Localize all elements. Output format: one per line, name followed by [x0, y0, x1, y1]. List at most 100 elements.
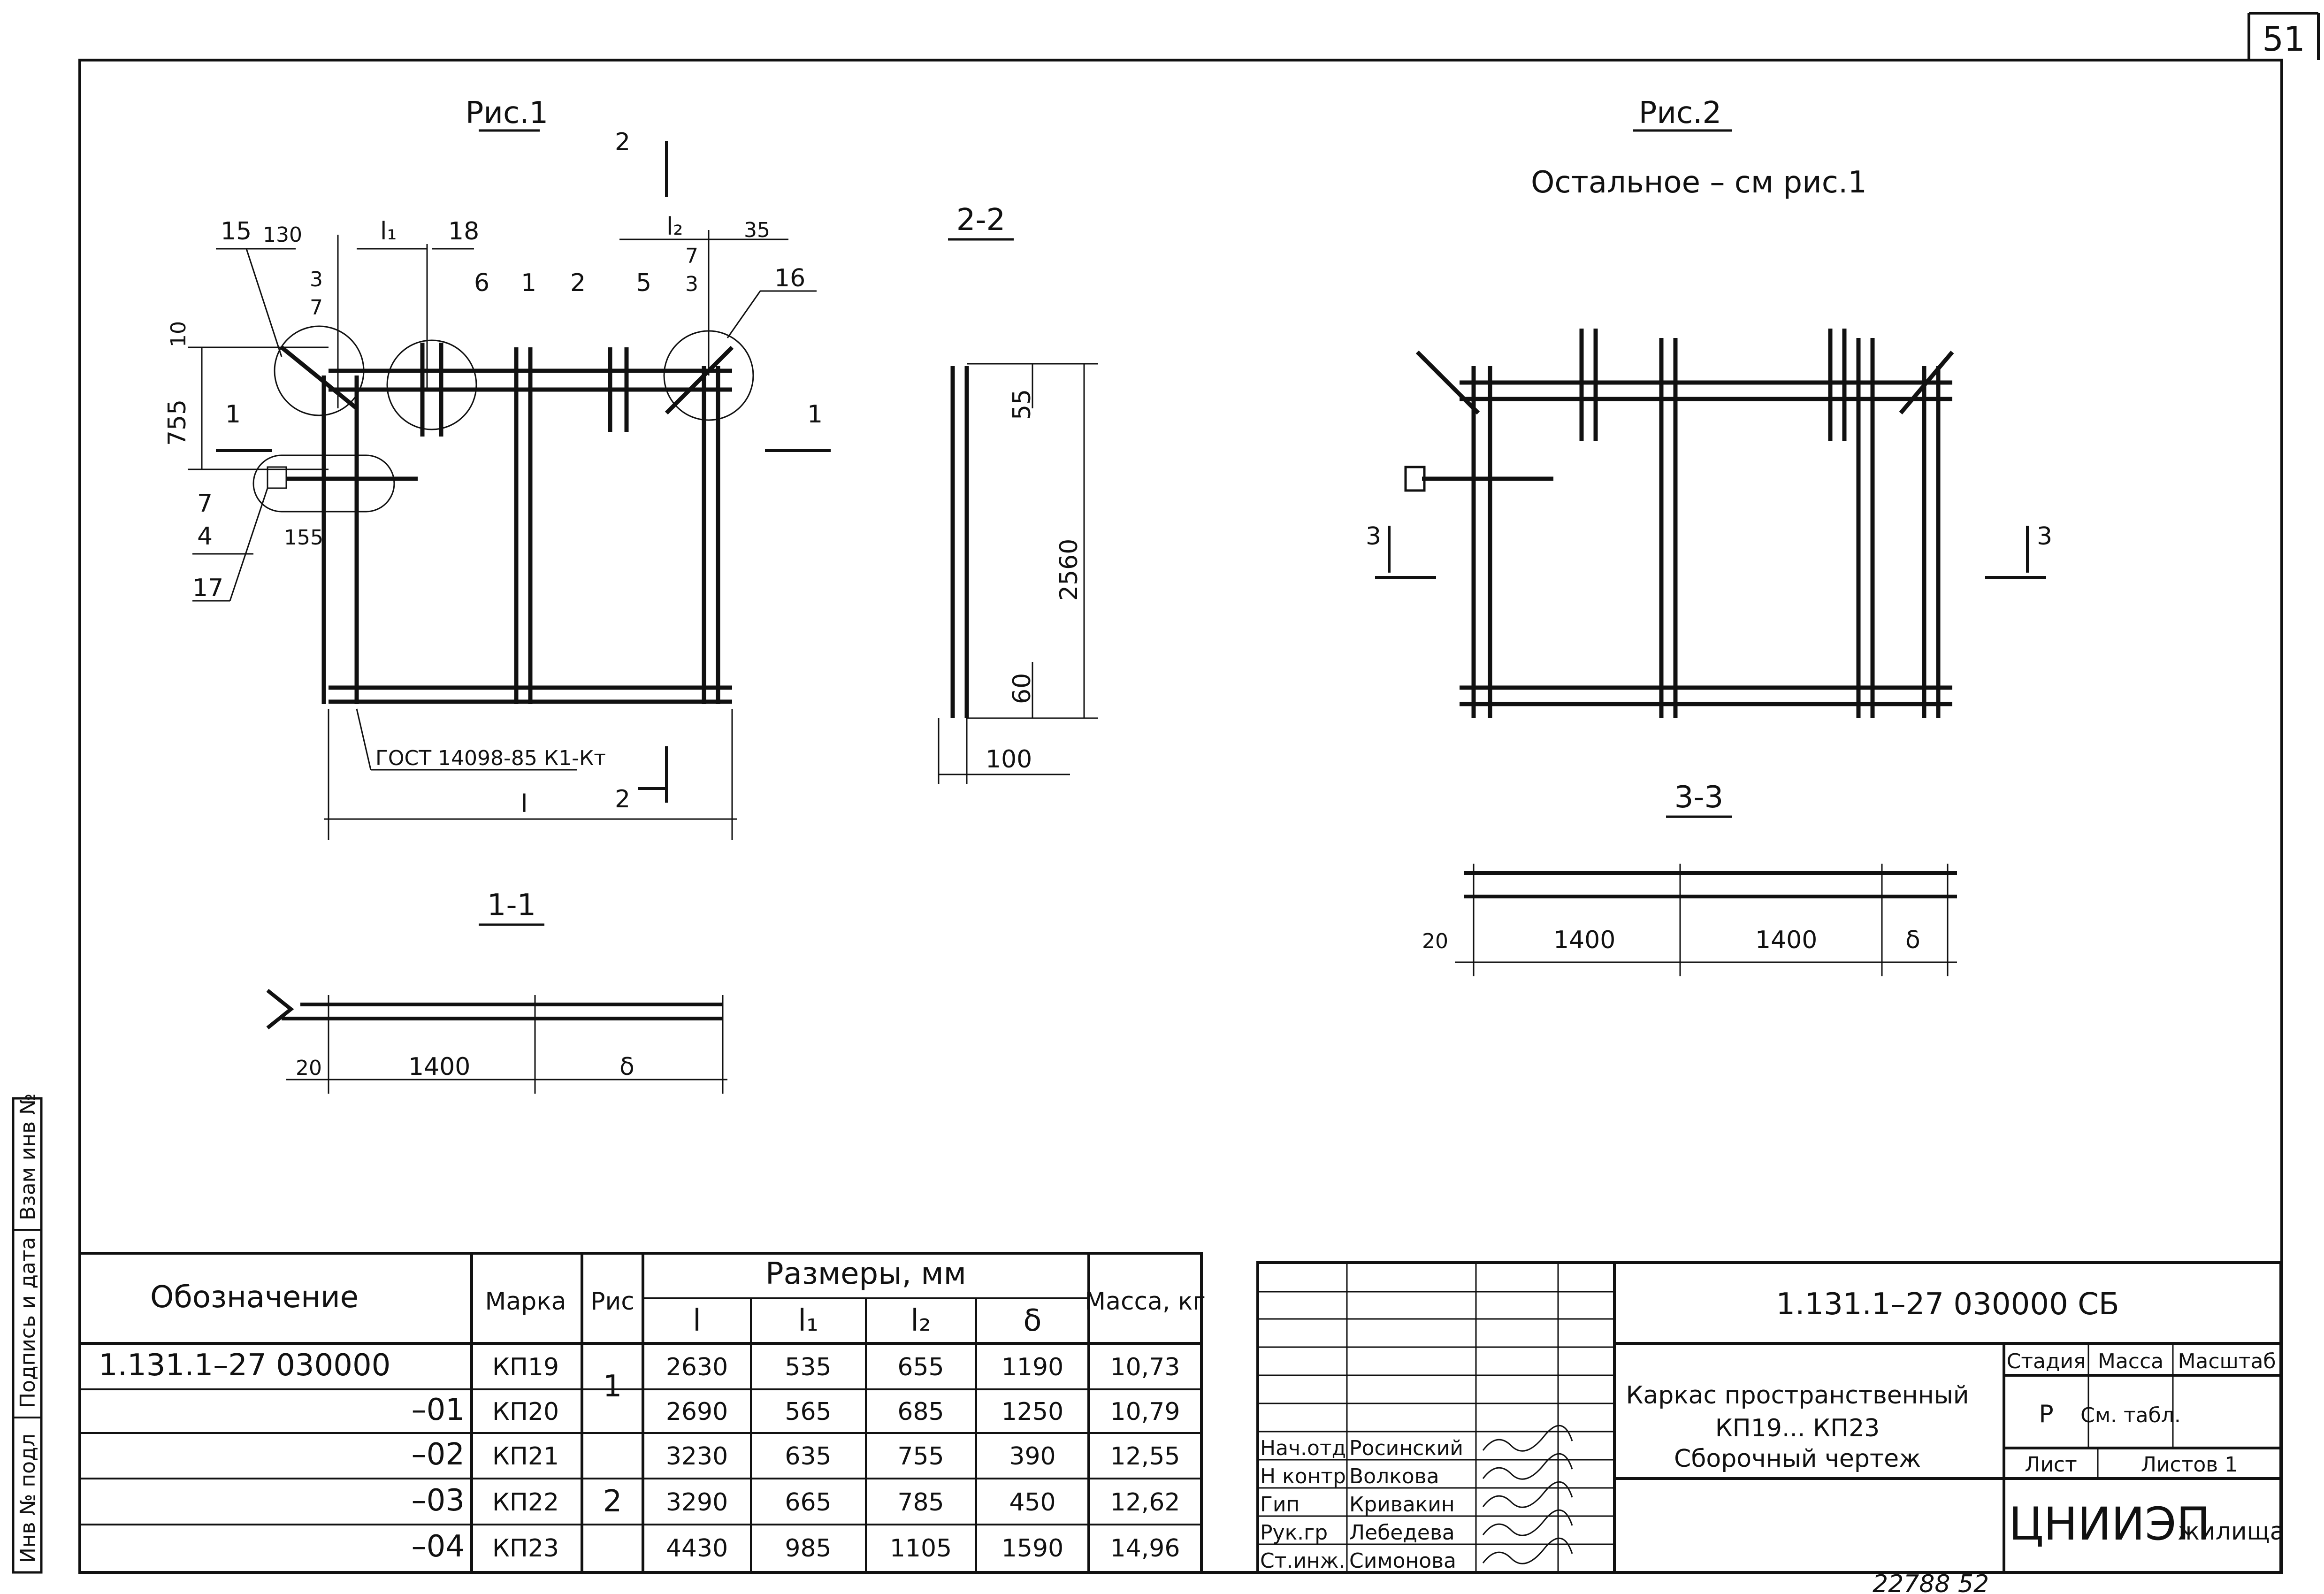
hdr-sizes: Размеры, мм — [765, 1257, 966, 1291]
sec11-dim-1400: 1400 — [408, 1053, 470, 1081]
tb-sheets-label: Листов 1 — [2141, 1453, 2238, 1477]
row3-designation: –03 — [412, 1483, 465, 1518]
table-row: –03 КП22 3290 665 785 450 12,62 — [412, 1483, 1180, 1518]
sec11-dim-delta: δ — [619, 1053, 635, 1081]
tb-sheet-label: Лист — [2025, 1453, 2077, 1477]
sec22-dim-55: 55 — [1008, 389, 1036, 420]
hdr-designation: Обозначение — [150, 1280, 359, 1315]
fig1-callout-15: 15 — [221, 217, 252, 245]
row2-l: 3230 — [666, 1442, 728, 1471]
fig1-detail-circles — [252, 325, 754, 513]
row4-l: 4430 — [666, 1534, 728, 1563]
title-block: 1.131.1–27 030000 СБ Каркас пространстве… — [1256, 1261, 2285, 1574]
row2-delta: 390 — [1009, 1442, 1055, 1471]
side-stamp-inv-podl: Инв № подл — [16, 1433, 40, 1563]
row3-l1: 665 — [785, 1488, 831, 1517]
table-row: –04 КП23 4430 985 1105 1590 14,96 — [412, 1529, 1180, 1564]
row1-mass: 10,79 — [1110, 1398, 1180, 1426]
row2-mark: КП21 — [492, 1442, 559, 1471]
sec22-title: 2-2 — [956, 203, 1006, 238]
row3-mark: КП22 — [492, 1488, 559, 1517]
row3-l: 3290 — [666, 1488, 728, 1517]
hdr-mass: Масса, кг — [1085, 1287, 1206, 1316]
tb-name-line1: Каркас пространственный — [1626, 1381, 1969, 1410]
fig1-callout-l1: l₁ — [380, 217, 397, 245]
bottom-note: 22788 52 — [1873, 1570, 1989, 1594]
sec33-dim-1400a: 1400 — [1553, 926, 1615, 954]
sec22-dim-100: 100 — [986, 745, 1032, 774]
tb-name-0: Росинский — [1349, 1436, 1463, 1460]
row4-designation: –04 — [412, 1529, 465, 1564]
sec11-title: 1-1 — [487, 888, 536, 923]
row0-l2: 655 — [897, 1353, 944, 1381]
hdr-l2: l₂ — [910, 1303, 931, 1338]
fig1-callout-2: 2 — [570, 269, 586, 297]
row2-l1: 635 — [785, 1442, 831, 1471]
row0-delta: 1190 — [1001, 1353, 1063, 1381]
fig1-callout-130: 130 — [263, 223, 302, 247]
row1-designation: –01 — [412, 1393, 465, 1427]
row1-l1: 565 — [785, 1398, 831, 1426]
fig1-gost-note: ГОСТ 14098-85 К1-Кт — [375, 746, 606, 770]
table-row: –01 КП20 2690 565 685 1250 10,79 — [412, 1393, 1180, 1427]
row0-designation: 1.131.1–27 030000 — [99, 1348, 390, 1383]
fig2-frame — [1415, 329, 1954, 718]
section-2-2: 2-2 55 2560 60 100 — [938, 203, 1098, 784]
fig1-leader-lines — [188, 230, 817, 602]
row4-mark: КП23 — [492, 1534, 559, 1563]
fig1-frac-3-7-den: 7 — [310, 296, 323, 320]
sec33-dim-delta: δ — [1905, 926, 1920, 954]
fig1-callout-5: 5 — [636, 269, 651, 297]
tb-role-2: Гип — [1260, 1493, 1300, 1517]
fig1-frac-7-3-num: 7 — [685, 244, 698, 268]
fig1-frame — [280, 343, 734, 704]
figure-1: Рис.1 — [163, 96, 831, 840]
tb-stage-label: Стадия — [2007, 1349, 2086, 1373]
sheet-number: 51 — [2262, 19, 2305, 59]
tb-name-3: Лебедева — [1349, 1521, 1455, 1545]
sec33-dim-1400b: 1400 — [1755, 926, 1817, 954]
tb-mass-value: См. табл. — [2080, 1403, 2181, 1427]
row4-mass: 14,96 — [1110, 1534, 1180, 1563]
sec22-dim-2560: 2560 — [1055, 539, 1083, 601]
fig1-dim-l-line — [324, 709, 737, 840]
row2-l2: 755 — [897, 1442, 944, 1471]
section-1-1: 1-1 20 1400 δ — [266, 888, 727, 1094]
tb-mass-label: Масса — [2098, 1349, 2163, 1373]
tb-stage-value: Р — [2039, 1400, 2053, 1428]
tb-role-0: Нач.отд — [1260, 1436, 1346, 1460]
row0-l1: 535 — [785, 1353, 831, 1381]
row4-delta: 1590 — [1001, 1534, 1063, 1563]
tb-role-4: Ст.инж. — [1260, 1549, 1345, 1573]
section-3-3: 3-3 20 1400 1400 δ — [1422, 780, 1957, 976]
tb-scale-label: Масштаб — [2178, 1349, 2276, 1373]
fig1-section-mark-left: 1 — [225, 400, 241, 429]
sec11-dim-20: 20 — [296, 1056, 322, 1080]
sec33-title: 3-3 — [1674, 780, 1724, 815]
row2-mass: 12,55 — [1110, 1442, 1180, 1471]
row1-l: 2690 — [666, 1398, 728, 1426]
table-row: –02 КП21 3230 635 755 390 12,55 — [412, 1437, 1180, 1472]
tb-people: Нач.отд Росинский Н контр Волкова Гип Кр… — [1260, 1436, 1463, 1573]
tb-role-1: Н контр — [1260, 1464, 1346, 1488]
row1-l2: 685 — [897, 1398, 944, 1426]
hdr-fig: Рис — [590, 1287, 635, 1316]
hdr-delta: δ — [1023, 1303, 1041, 1338]
tb-name-2: Кривакин — [1349, 1493, 1455, 1517]
fig1-dim-155: 155 — [284, 526, 323, 550]
fig1-cut-2-top: 2 — [615, 128, 630, 156]
fig1-dim-10: 10 — [167, 321, 191, 347]
fig1-callout-16: 16 — [774, 264, 805, 292]
row4-l1: 985 — [785, 1534, 831, 1563]
sec33-dim-20: 20 — [1422, 929, 1448, 953]
side-stamp-vzam: Взам инв № — [16, 1093, 40, 1220]
fig1-callout-35: 35 — [744, 218, 770, 242]
tb-role-3: Рук.гр — [1260, 1521, 1328, 1545]
tb-signatures — [1482, 1425, 1573, 1564]
row3-mass: 12,62 — [1110, 1488, 1180, 1517]
fig1-frac-3-7-num: 3 — [310, 268, 323, 291]
fig1-callout-l2: l₂ — [666, 213, 683, 241]
figure-2: Рис.2 Остальное – см рис.1 — [1366, 96, 2052, 718]
row1-mark: КП20 — [492, 1398, 559, 1426]
tb-code: 1.131.1–27 030000 СБ — [1776, 1287, 2119, 1322]
